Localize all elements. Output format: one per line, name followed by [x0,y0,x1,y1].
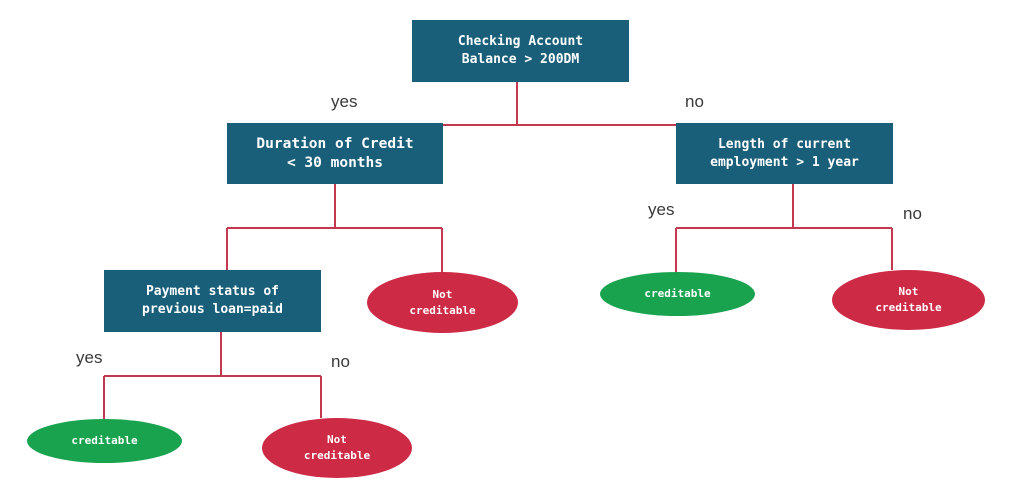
leaf-duration-not-creditable: Not creditable [367,272,518,333]
connector-duration [226,184,443,275]
leaf-employment-creditable: creditable [600,272,755,316]
connector-employment [675,184,893,272]
connector-root [334,82,794,126]
edge-label-payment-yes: yes [76,348,103,367]
connector-payment [103,332,322,420]
root-node: Checking Account Balance > 200DM [412,20,629,82]
edge-label-employment-yes: yes [648,200,675,219]
leaf-payment-not-creditable: Not creditable [262,418,412,478]
edge-label-root-no: no [685,92,704,111]
duration-node: Duration of Credit < 30 months [227,123,443,184]
payment-node: Payment status of previous loan=paid [104,270,321,332]
edge-label-root-yes: yes [331,92,358,111]
edge-label-employment-no: no [903,204,922,223]
leaf-payment-creditable: creditable [27,419,182,463]
leaf-employment-not-creditable: Not creditable [832,270,985,330]
employment-node: Length of current employment > 1 year [676,123,893,184]
edge-label-payment-no: no [331,352,350,371]
